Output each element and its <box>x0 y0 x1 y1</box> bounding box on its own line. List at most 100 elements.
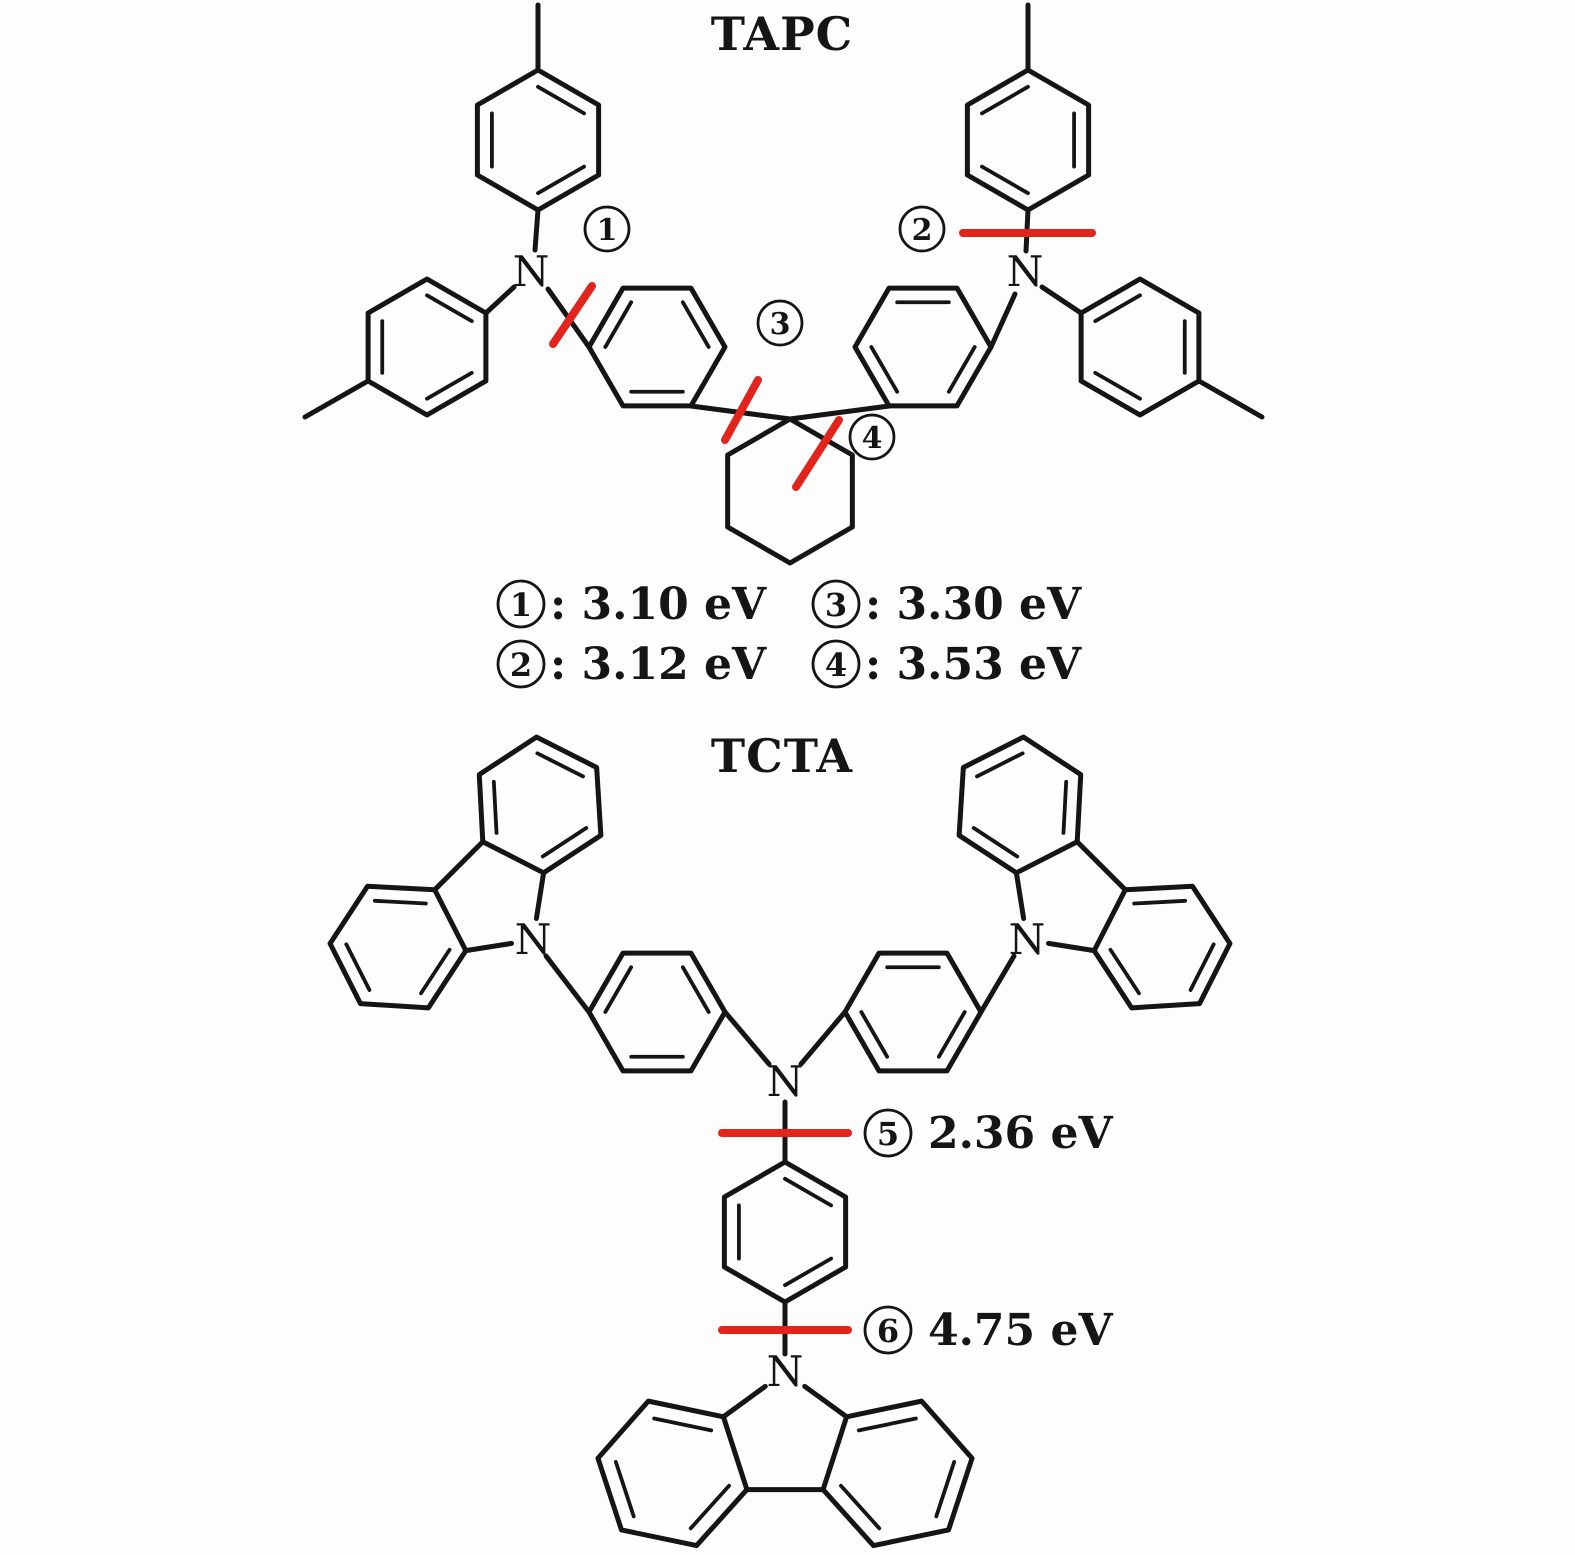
bond <box>798 1009 848 1067</box>
tcta-carbazole-bottom-n-bond <box>720 1383 768 1420</box>
tcta-phenylene-ring-double-bond <box>783 1256 833 1288</box>
cleavage-site-3-circle <box>756 299 804 347</box>
caption-site-4-circle <box>811 639 861 689</box>
tcta-carbazole-bottom-benzo-ring-double-bond <box>613 1460 636 1519</box>
tcta-carbazole-bottom-benzo-ring-double-bond <box>688 1483 731 1531</box>
tapc-phenylene-ring-double-bond <box>680 300 711 349</box>
tapc-tolyl-ring <box>365 276 489 418</box>
bond <box>483 284 517 316</box>
tcta-carbazole-right-benzo-ring-double-bond <box>971 826 1020 859</box>
bond <box>1039 284 1084 316</box>
tcta-carbazole-left-benzo-ring-double-bond <box>491 779 499 835</box>
cleavage-site-6-circle <box>863 1305 913 1355</box>
caption-site-2-number: 2 <box>510 646 532 684</box>
cleavage-marker <box>549 282 596 348</box>
tcta-phenylene-ring <box>842 950 984 1074</box>
tapc-title: TAPC <box>711 7 854 61</box>
caption-site-2-circle <box>496 639 546 689</box>
bond <box>988 291 1018 350</box>
nitrogen-label-tcta-carbazole-left: N <box>515 915 552 964</box>
tcta-phenylene-ring-double-bond <box>936 1010 967 1059</box>
tapc-tolyl-ring-double-bond <box>425 293 474 324</box>
nitrogen-label-tapc-left: N <box>513 247 550 296</box>
tapc-cyclohexane-ring <box>725 416 855 566</box>
caption-site-3-circle <box>811 579 861 629</box>
tcta-carbazole-right-benzo-ring-double-bond <box>1132 898 1188 906</box>
tcta-carbazole-right-benzo-ring-double-bond <box>975 751 1025 779</box>
tapc-tolyl-ring-double-bond <box>1093 293 1142 324</box>
tapc-tolyl-ring <box>474 67 602 213</box>
tcta-carbazole-bottom-n-bond <box>802 1383 850 1420</box>
tcta-carbazole-right-benzo-ring <box>1091 883 1233 1011</box>
bond <box>302 378 371 420</box>
nitrogen-label-tapc-right: N <box>1007 247 1044 296</box>
caption-site-1-circle <box>496 579 546 629</box>
tcta-carbazole-right-n-bond <box>1045 940 1097 954</box>
nitrogen-label-tcta-central: N <box>767 1057 804 1106</box>
tcta-carbazole-right-benzo-ring-double-bond <box>1108 947 1141 996</box>
tcta-structure: TCTA N N N N 5 2.36 eV 6 4.75 eV <box>515 729 1114 1396</box>
bond <box>1196 378 1265 420</box>
tcta-carbazole-right-benzo-ring-double-bond <box>1188 942 1216 992</box>
bond <box>787 403 892 422</box>
bond <box>532 207 541 253</box>
tapc-phenylene-ring-double-bond <box>946 345 977 394</box>
cleavage-marker <box>721 376 762 444</box>
caption-site-3-number: 3 <box>825 586 847 624</box>
caption-site-4-energy: : 3.53 eV <box>865 639 1082 690</box>
caption-site-3-energy: : 3.30 eV <box>865 579 1082 630</box>
tapc-phenylene-ring <box>852 285 994 409</box>
cleavage-site-6-energy: 4.75 eV <box>928 1305 1113 1356</box>
tapc-tolyl-ring-double-bond <box>425 370 474 401</box>
cleavage-marker <box>792 416 843 491</box>
tcta-carbazole-left-benzo-ring-double-bond <box>535 751 585 779</box>
tapc-phenylene-ring-double-bond <box>869 345 900 394</box>
tcta-carbazole-bottom-benzo-ring-double-bond <box>856 1416 918 1433</box>
tapc-phenylene-ring <box>586 285 728 409</box>
tcta-carbazole-left-benzo-ring <box>476 734 604 876</box>
tcta-carbazole-left-n-bond <box>533 870 547 922</box>
molecule-skeleton <box>302 2 1265 1549</box>
nitrogen-label-tcta-carbazole-right: N <box>1009 915 1046 964</box>
cleavage-site-1-number: 1 <box>597 213 618 248</box>
cleavage-site-4-number: 4 <box>862 421 883 456</box>
cleavage-site-4-circle <box>848 413 896 461</box>
tapc-tolyl-ring-double-bond <box>980 164 1030 196</box>
tapc-tolyl-ring-double-bond <box>536 84 586 116</box>
cleavage-site-5-circle <box>863 1108 913 1158</box>
cleavage-site-3-number: 3 <box>770 307 791 342</box>
tapc-tolyl-ring <box>964 67 1092 213</box>
cleavage-site-6-number: 6 <box>877 1312 899 1350</box>
caption-site-2-energy: : 3.12 eV <box>550 639 767 690</box>
bond <box>978 953 1017 1015</box>
tcta-phenylene-ring <box>586 950 728 1074</box>
tcta-carbazole-right-benzo-ring-double-bond <box>1061 779 1069 835</box>
tcta-carbazole-left-benzo-ring <box>327 883 469 1011</box>
tapc-tolyl-ring-double-bond <box>536 164 586 196</box>
tcta-carbazole-bottom-benzo-ring-double-bond <box>652 1416 714 1433</box>
tapc-tolyl-ring <box>1078 276 1202 418</box>
tcta-carbazole-left-n-bond <box>463 940 515 954</box>
cleavage-site-5-number: 5 <box>877 1115 899 1153</box>
tcta-carbazole-bottom-benzo-ring-double-bond <box>839 1483 882 1531</box>
nitrogen-label-tcta-carbazole-bottom: N <box>767 1347 804 1396</box>
tcta-carbazole-left-benzo-ring-double-bond <box>372 898 428 906</box>
tapc-tolyl-ring-double-bond <box>980 84 1030 116</box>
tapc-energy-caption: 1 : 3.10 eV 3 : 3.30 eV 2 : 3.12 eV 4 : … <box>496 579 1082 690</box>
tcta-carbazole-right-benzo-ring <box>956 734 1084 876</box>
cleavage-site-5-energy: 2.36 eV <box>928 1108 1113 1159</box>
tcta-carbazole-left-benzo-ring-double-bond <box>344 942 372 992</box>
bond <box>722 1009 772 1067</box>
tcta-phenylene-ring-double-bond <box>783 1176 833 1208</box>
caption-site-4-number: 4 <box>825 646 847 684</box>
tcta-phenylene-ring <box>721 1159 849 1305</box>
tcta-carbazole-left-benzo-ring-double-bond <box>540 826 589 859</box>
tcta-carbazole-right-pyrrole-bond <box>1074 839 1128 893</box>
tcta-carbazole-right-n-bond <box>1013 870 1027 922</box>
tcta-carbazole-left-pyrrole-bond <box>432 839 486 893</box>
tapc-structure: TAPC N N 1 2 3 4 <box>513 7 1044 461</box>
tcta-phenylene-ring-double-bond <box>680 965 711 1014</box>
tcta-carbazole-left-benzo-ring-double-bond <box>419 947 452 996</box>
